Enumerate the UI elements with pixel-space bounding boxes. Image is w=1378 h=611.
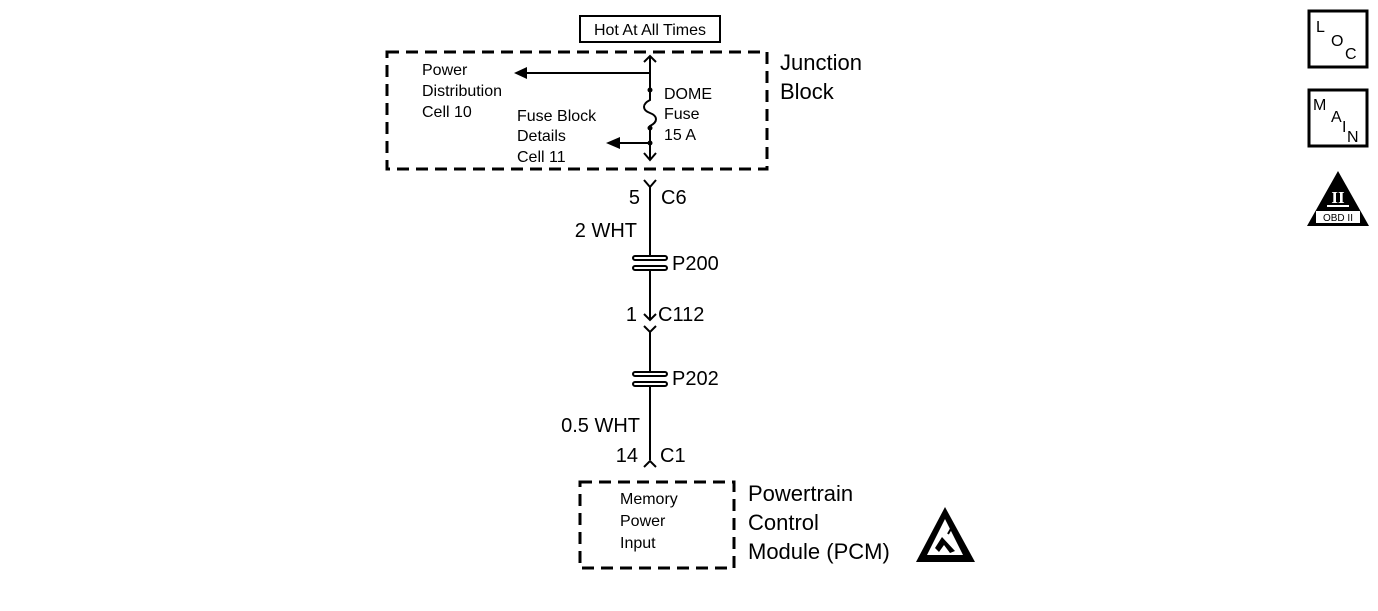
hot-at-all-times-label: Hot At All Times	[579, 15, 721, 43]
junction-block-outline	[385, 50, 769, 171]
p202-passthrough-icon	[632, 371, 668, 387]
loc-letter-3: C	[1345, 46, 1357, 63]
obd-label: OBD II	[1323, 213, 1353, 224]
hot-label-text: Hot At All Times	[594, 22, 706, 39]
fuse-label-1: DOME	[664, 86, 712, 103]
main-letter-4: N	[1347, 129, 1359, 146]
loc-letter-2: O	[1331, 33, 1343, 50]
c112-male-icon	[643, 313, 657, 322]
c112-label: C112	[658, 304, 704, 326]
esd-warning-icon	[916, 507, 975, 562]
power-distribution-label-2: Distribution	[422, 83, 502, 100]
main-letter-3: I	[1342, 119, 1346, 136]
c1-label: C1	[660, 445, 686, 467]
power-distribution-arrow-icon	[514, 67, 650, 79]
loc-icon[interactable]: L O C	[1307, 9, 1369, 69]
c112-female-icon	[643, 325, 657, 334]
junction-block-title-1: Junction	[780, 50, 862, 75]
obd-numeral: II	[1331, 188, 1345, 207]
c112-pin: 1	[626, 304, 637, 326]
fuse-block-label-2: Details	[517, 128, 566, 145]
p200-passthrough-icon	[632, 255, 668, 271]
splice-dot-branch	[647, 140, 653, 146]
fuse-block-label-3: Cell 11	[517, 149, 566, 166]
c6-pin: 5	[629, 187, 640, 209]
c6-connector-icon	[643, 179, 657, 189]
wire-2-label: 0.5 WHT	[561, 415, 640, 437]
p202-label: P202	[672, 368, 719, 390]
pcm-inner-label-3: Input	[620, 535, 656, 552]
fuse-label-2: Fuse	[664, 106, 700, 123]
power-distribution-label-3: Cell 10	[422, 104, 472, 121]
pcm-title-1: Powertrain	[748, 481, 853, 506]
main-letter-1: M	[1313, 97, 1326, 114]
pcm-inner-label-2: Power	[620, 513, 666, 530]
junction-exit-chevron-icon	[643, 152, 657, 162]
main-icon[interactable]: M A I N	[1307, 88, 1369, 148]
pcm-title-2: Control	[748, 510, 819, 535]
pcm-title-3: Module (PCM)	[748, 539, 890, 564]
wire-1-label: 2 WHT	[575, 220, 637, 242]
fuse-label-3: 15 A	[664, 127, 696, 144]
pcm-outline	[578, 480, 736, 570]
pcm-inner-label-1: Memory	[620, 491, 678, 508]
fuse-block-label-1: Fuse Block	[517, 108, 597, 125]
junction-block-title-2: Block	[780, 79, 835, 104]
main-letter-2: A	[1331, 109, 1342, 126]
loc-letter-1: L	[1316, 19, 1325, 36]
obd-ii-icon[interactable]: II OBD II	[1307, 171, 1369, 226]
c6-label: C6	[661, 187, 687, 209]
power-distribution-label-1: Power	[422, 62, 468, 79]
p200-label: P200	[672, 253, 719, 275]
fuse-block-arrow-icon	[606, 137, 650, 149]
c1-connector-icon	[643, 459, 657, 468]
c1-pin: 14	[616, 445, 638, 467]
fuse-symbol-icon	[643, 90, 657, 128]
